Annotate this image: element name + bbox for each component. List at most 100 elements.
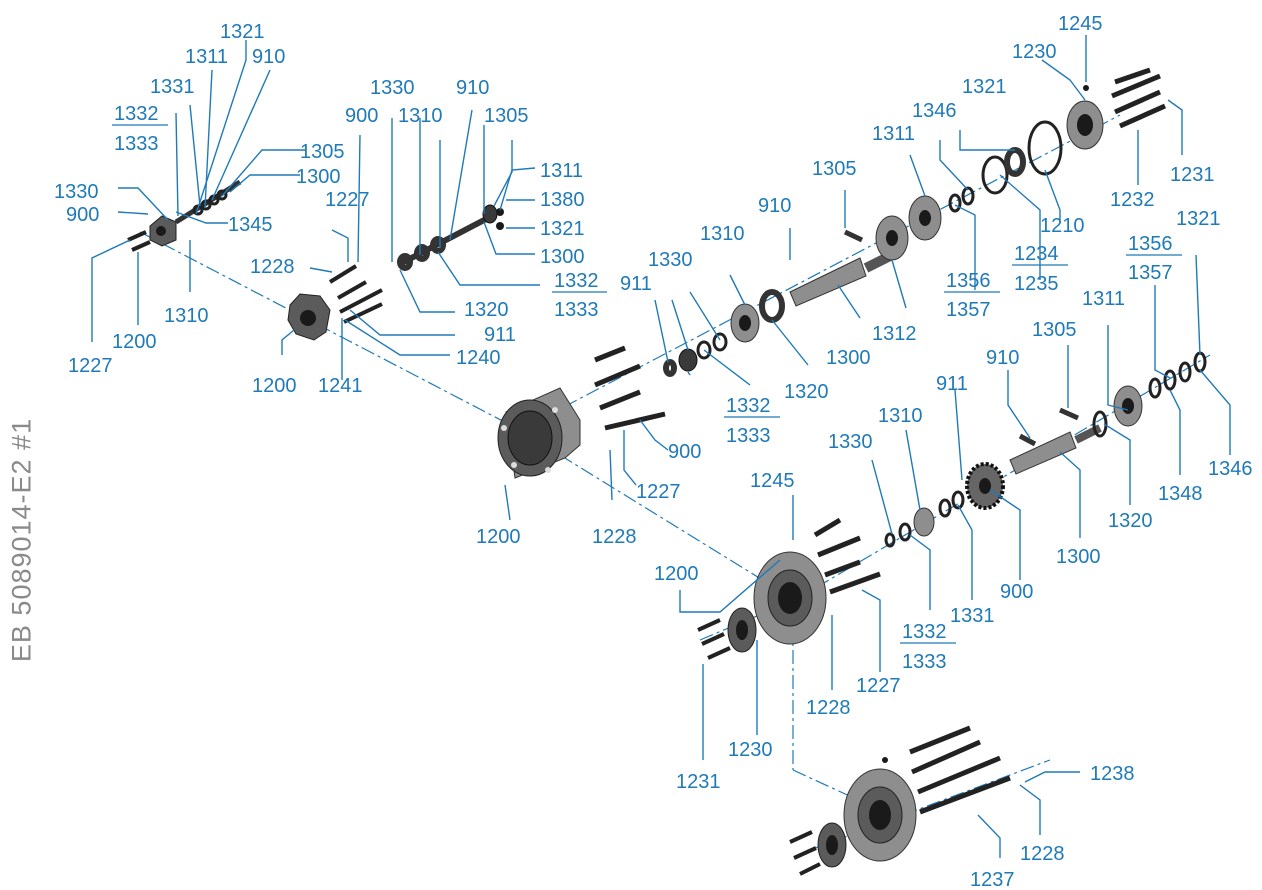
part-label: 1333 xyxy=(114,133,159,155)
gear-part xyxy=(965,462,1005,510)
part-label: 1356 xyxy=(1128,233,1173,255)
part-label: 1346 xyxy=(912,100,957,122)
part-label: 1330 xyxy=(828,431,873,453)
bottom-flange-part xyxy=(843,768,917,862)
part-label: 1228 xyxy=(806,697,851,719)
middle-bolts xyxy=(697,517,881,660)
part-label: 1241 xyxy=(318,375,363,397)
part-label: 1380 xyxy=(540,189,585,211)
part-label: 1231 xyxy=(1170,164,1215,186)
parts-group-a xyxy=(127,179,242,252)
part-label: 1228 xyxy=(1020,843,1065,865)
part-label: 1237 xyxy=(970,869,1015,890)
part-label: 1232 xyxy=(1110,189,1155,211)
part-label: 1310 xyxy=(164,305,209,327)
bottom-seal-part xyxy=(817,822,847,868)
part-label: 1200 xyxy=(252,375,297,397)
parts-group-b xyxy=(287,204,504,341)
part-label: 911 xyxy=(936,373,968,395)
part-label: 910 xyxy=(456,77,489,99)
part-label: 1332 xyxy=(114,103,159,125)
part-label: 1305 xyxy=(1032,319,1077,341)
lower-shaft-part xyxy=(1009,351,1207,475)
part-label: 1311 xyxy=(540,160,583,182)
part-label: 1332 xyxy=(554,270,599,292)
part-label: 1230 xyxy=(1012,41,1057,63)
part-label: 1311 xyxy=(872,123,915,145)
part-label: 1300 xyxy=(296,166,341,188)
middle-flange-part xyxy=(753,551,827,645)
leader-lines xyxy=(91,35,1231,858)
part-label: 1321 xyxy=(540,218,585,240)
part-label: 1311 xyxy=(1082,288,1125,310)
part-label: 1240 xyxy=(456,347,501,369)
part-label: 1312 xyxy=(872,323,917,345)
part-label: 1333 xyxy=(554,299,599,321)
cover-bolts xyxy=(328,264,383,324)
part-label: 1231 xyxy=(676,771,721,793)
part-label: 1333 xyxy=(902,651,947,673)
part-label: 1310 xyxy=(878,405,923,427)
part-labels: 1321 1311 910 1331 1332 1333 1305 1300 1… xyxy=(54,13,1253,890)
part-label: 1305 xyxy=(812,158,857,180)
part-label: 1357 xyxy=(1128,262,1173,284)
main-housing-part xyxy=(497,387,581,479)
part-label: 900 xyxy=(345,105,378,127)
part-label: 1245 xyxy=(1058,13,1103,35)
part-label: 1245 xyxy=(750,470,795,492)
part-label: 1321 xyxy=(962,76,1007,98)
part-label: 1227 xyxy=(325,189,370,211)
part-label: 1230 xyxy=(728,739,773,761)
input-shaft-part xyxy=(397,204,504,271)
bottom-bolts xyxy=(789,725,1011,876)
part-label: 1333 xyxy=(726,425,771,447)
part-label: 911 xyxy=(484,324,516,346)
part-label: 1300 xyxy=(826,347,871,369)
part-label: 1311 xyxy=(185,46,228,68)
part-label: 1331 xyxy=(150,76,195,98)
parts-group-e xyxy=(789,725,1011,876)
part-label: 1210 xyxy=(1040,215,1085,237)
part-label: 1345 xyxy=(228,214,273,236)
housing-bolts xyxy=(594,345,666,431)
part-label: 1330 xyxy=(370,77,415,99)
part-label: 1332 xyxy=(902,621,947,643)
part-label: 1332 xyxy=(726,395,771,417)
part-label: 911 xyxy=(620,273,652,295)
part-label: 1346 xyxy=(1208,458,1253,480)
part-label: 1310 xyxy=(700,223,745,245)
part-label: 910 xyxy=(252,46,285,68)
part-label: 900 xyxy=(1000,581,1033,603)
part-label: 1234 xyxy=(1014,243,1059,265)
parts-group-c xyxy=(497,67,1167,479)
part-label: 1320 xyxy=(784,381,829,403)
part-label: 1320 xyxy=(1108,510,1153,532)
part-label: 1330 xyxy=(54,181,99,203)
part-label: 900 xyxy=(668,441,701,463)
upper-shaft-rings xyxy=(663,289,785,377)
part-label: 1200 xyxy=(654,563,699,585)
part-label: 1300 xyxy=(540,246,585,268)
middle-seal-part xyxy=(727,607,757,653)
small-bolts xyxy=(127,230,151,252)
part-label: 910 xyxy=(758,195,791,217)
part-label: 1321 xyxy=(1176,208,1221,230)
part-label: 1227 xyxy=(68,355,113,377)
document-id-text: EB 5089014-E2 #1 xyxy=(6,417,37,663)
part-label: 1321 xyxy=(220,21,265,43)
lower-shaft-rings xyxy=(884,490,965,548)
parts-group-d xyxy=(697,351,1207,660)
part-label: 900 xyxy=(66,204,99,226)
fraction-bars xyxy=(112,124,1182,644)
part-label: 1348 xyxy=(1158,483,1203,505)
part-label: 1305 xyxy=(300,141,345,163)
cover-plate-part xyxy=(287,293,331,341)
part-label: 1300 xyxy=(1056,546,1101,568)
part-label: 1200 xyxy=(112,331,157,353)
small-cover-part xyxy=(149,215,177,247)
part-label: 1330 xyxy=(648,249,693,271)
main-shaft-part xyxy=(789,186,975,307)
document-id-vertical: EB 5089014-E2 #1 xyxy=(2,380,42,700)
